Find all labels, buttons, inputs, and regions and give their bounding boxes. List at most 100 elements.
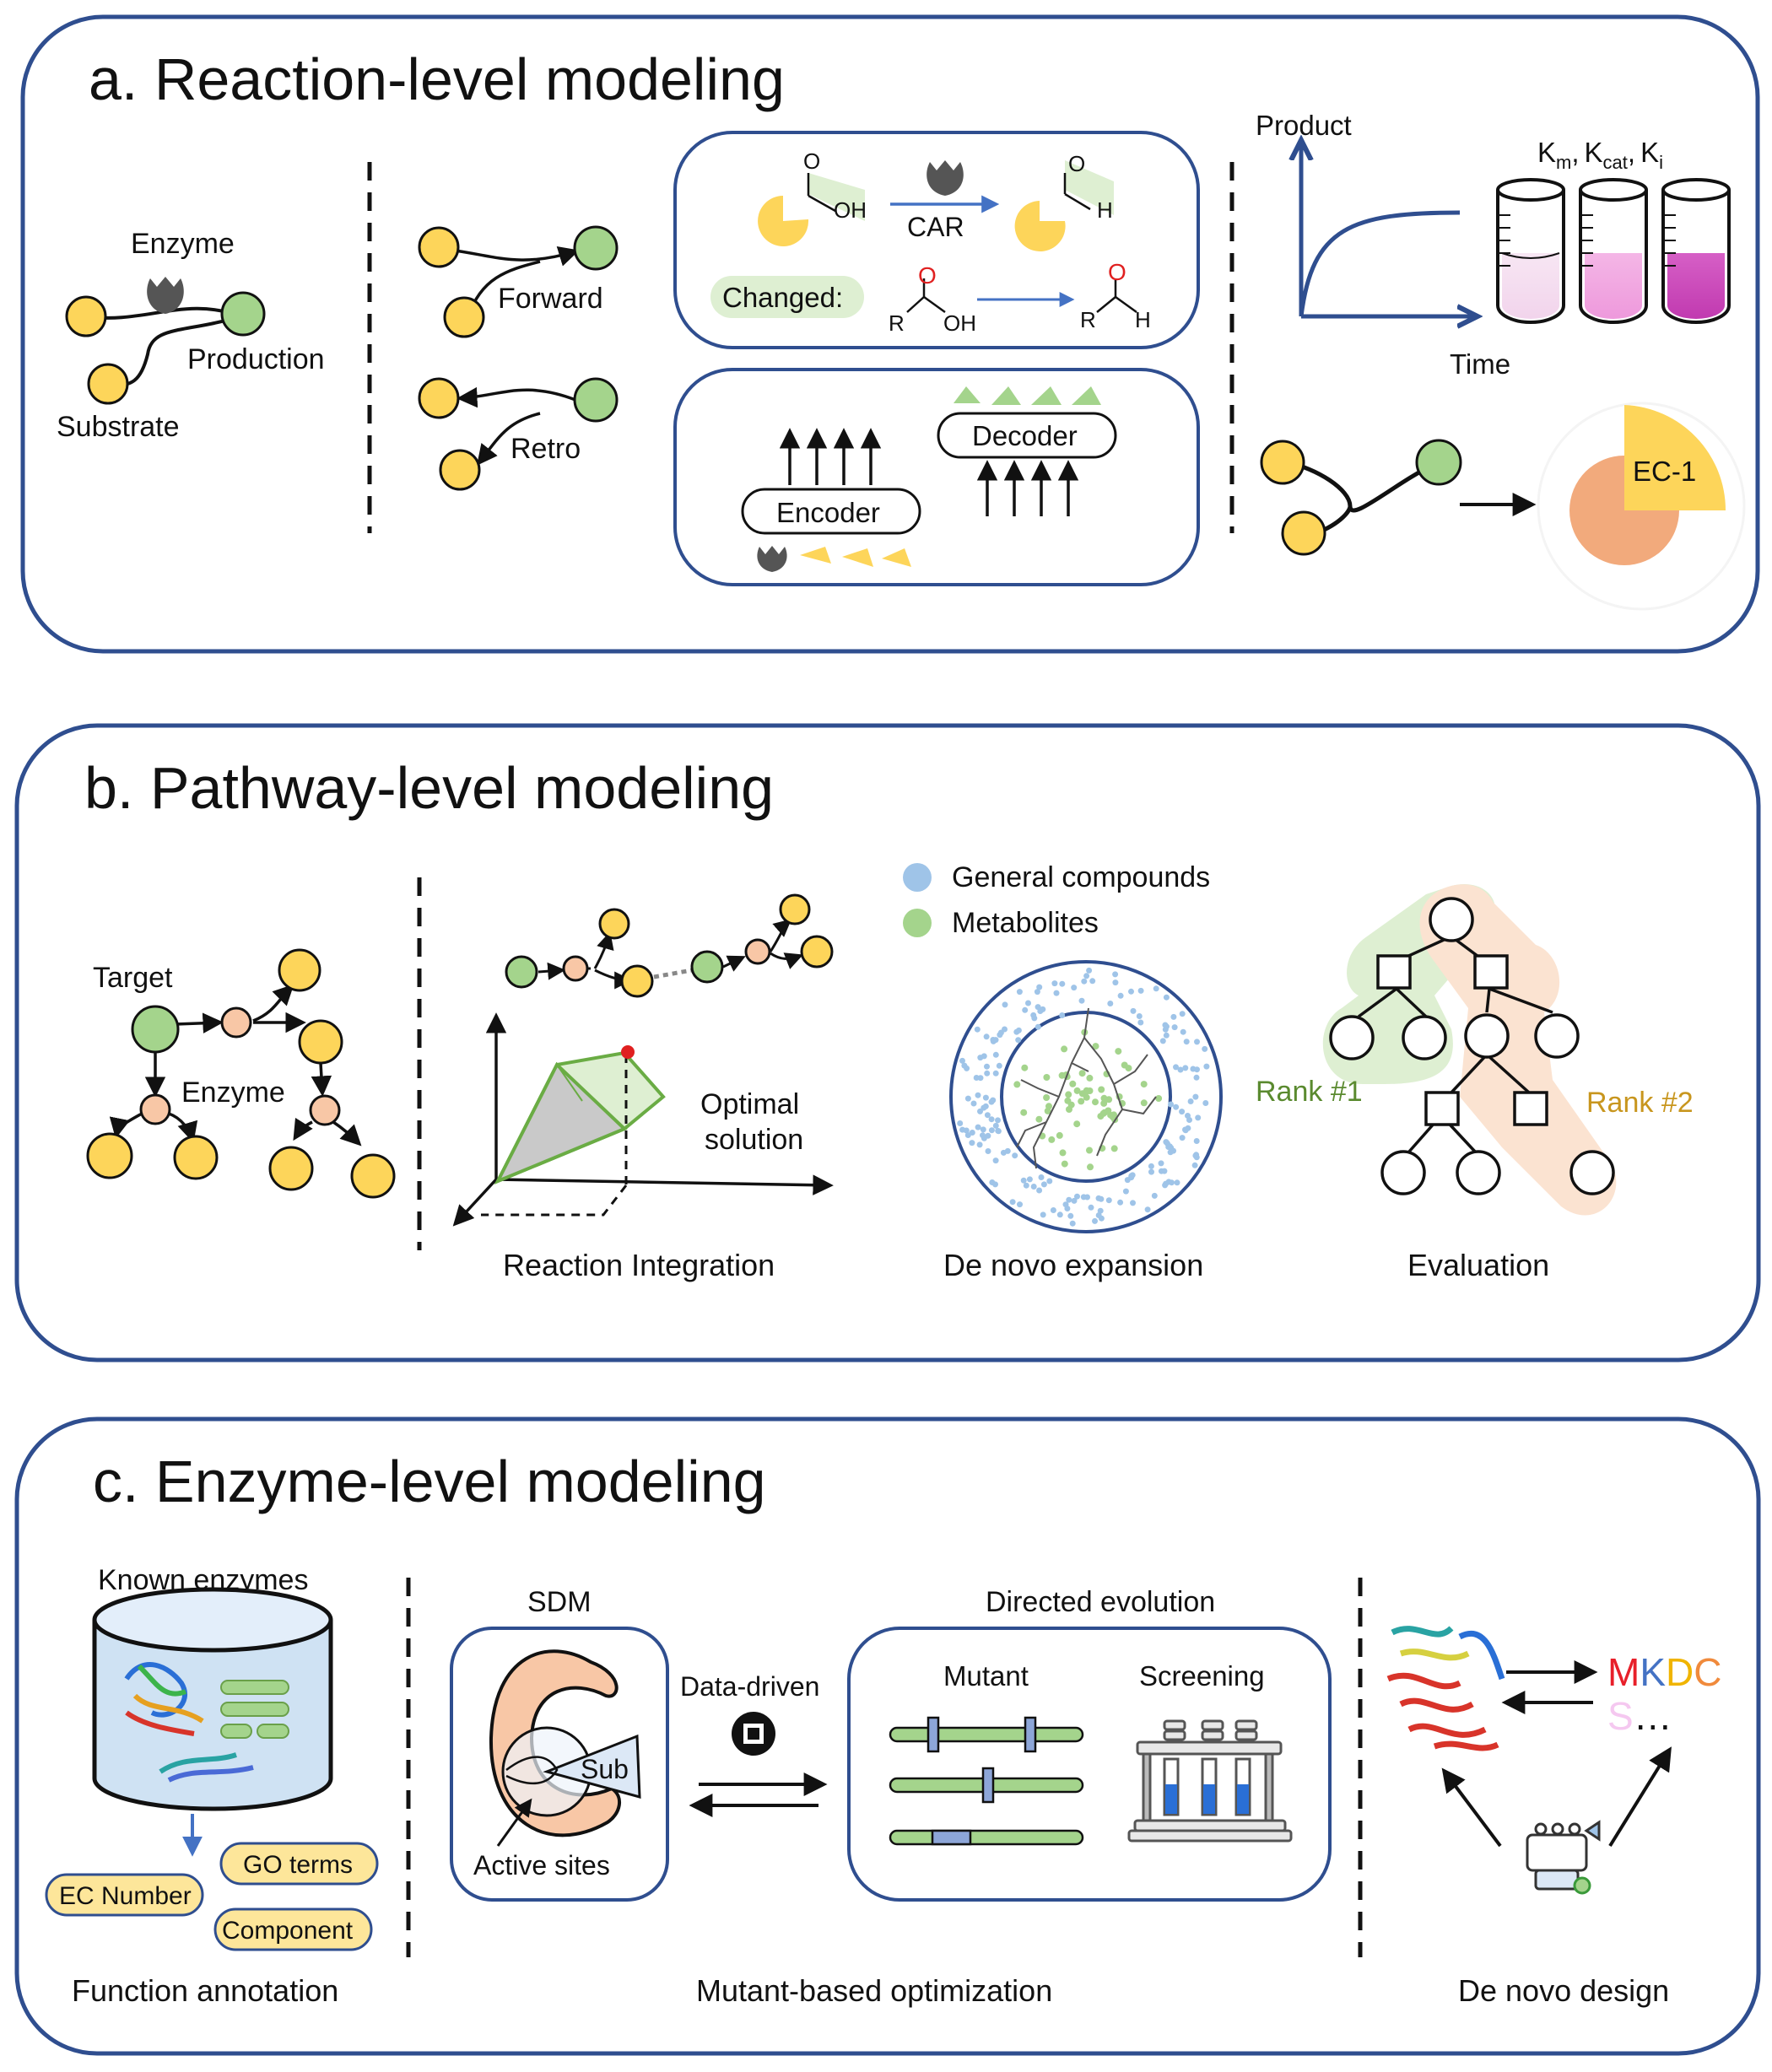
optimal-point — [621, 1045, 635, 1059]
compound-dot — [970, 1100, 977, 1107]
car-label: CAR — [907, 212, 964, 242]
enzyme-node-1 — [220, 1006, 252, 1039]
decoder-arrows — [976, 460, 1079, 516]
rank2-highlight — [1419, 884, 1617, 1216]
compound-dot — [1036, 984, 1043, 990]
metabolite-dot — [1086, 1087, 1094, 1094]
compound-dot — [995, 1117, 1001, 1124]
metabolite-dot — [1065, 1091, 1072, 1098]
test-tube-3 — [1661, 178, 1731, 324]
compound-dot — [1137, 987, 1144, 994]
metabolite-dot — [1061, 1160, 1068, 1168]
changed-prod-H: H — [1135, 307, 1151, 332]
compound-dot — [1163, 1032, 1170, 1039]
enzyme-database: Known enzymes EC Number GO terms — [45, 1564, 379, 1951]
legend-general-swatch — [903, 863, 932, 892]
changed-sub-O: O — [918, 262, 937, 289]
compound-dot — [1158, 1160, 1164, 1167]
legend: General compounds Metabolites — [903, 861, 1210, 939]
panel-c-title: c. Enzyme-level modeling — [93, 1449, 766, 1514]
panel-b: b. Pathway-level modeling Target — [14, 723, 1761, 1362]
compound-dot — [975, 1092, 981, 1098]
chain-enzyme-2 — [744, 938, 771, 965]
metabolite-dot — [1020, 1109, 1028, 1116]
eval-node-4 — [1534, 1013, 1580, 1059]
panel-c-frame — [14, 1416, 1761, 2056]
encoder-token-2 — [842, 548, 873, 567]
metabolite-dot — [1073, 1087, 1081, 1094]
compound-dot — [1148, 1163, 1154, 1169]
compound-dot — [1158, 1168, 1164, 1174]
metabolite-dot — [1087, 1163, 1094, 1171]
compound-dot — [1174, 1179, 1180, 1186]
de-novo-design: MKDC S… — [1386, 1626, 1721, 1895]
pathway-node-5 — [268, 1146, 314, 1191]
metabolite-dot — [1100, 1099, 1108, 1107]
compound-dot — [1162, 1026, 1169, 1033]
compound-dot — [1153, 985, 1159, 992]
compound-dot — [1203, 1063, 1210, 1070]
target-node — [131, 1005, 180, 1054]
panel-a-title: a. Reaction-level modeling — [89, 46, 785, 112]
panel-b-frame — [14, 723, 1761, 1362]
compound-dot — [1092, 1217, 1098, 1224]
compound-dot — [1023, 1182, 1029, 1189]
target-label: Target — [93, 962, 173, 994]
sequence-output: MKDC — [1607, 1650, 1721, 1694]
compound-dot — [961, 1062, 968, 1069]
legend-metabolites-label: Metabolites — [952, 907, 1099, 939]
pathway-node-1 — [278, 948, 321, 992]
compound-dot — [1173, 1103, 1180, 1110]
panel-b-title: b. Pathway-level modeling — [84, 755, 774, 821]
screening-icon — [1127, 1719, 1293, 1843]
decoder-token-3 — [1031, 386, 1062, 405]
decoder-token-4 — [1072, 386, 1101, 405]
pathway-node-4 — [173, 1135, 219, 1180]
compound-dot — [1122, 1188, 1129, 1195]
reaction-integration-label: Reaction Integration — [503, 1248, 775, 1282]
compound-dot — [1202, 1100, 1209, 1106]
production-label: Production — [187, 343, 325, 375]
panel-a-frame — [20, 14, 1760, 654]
eval-leaf-6 — [1456, 1150, 1501, 1195]
compound-dot — [1035, 1023, 1041, 1030]
car-enzyme-icon — [927, 160, 964, 196]
metabolite-dot — [1043, 1094, 1051, 1101]
eval-enzyme-1 — [1376, 954, 1412, 990]
compound-dot — [1066, 1196, 1072, 1203]
metabolite-dot — [1140, 1099, 1148, 1107]
compound-dot — [1081, 978, 1088, 985]
compound-dot — [1112, 979, 1119, 986]
compound-dot — [1128, 1173, 1135, 1179]
pathway-node-6 — [350, 1153, 396, 1199]
compound-dot — [1030, 1184, 1037, 1190]
sub-label: Sub — [581, 1754, 629, 1784]
chain-node-2 — [598, 908, 630, 940]
compound-dot — [1083, 973, 1090, 979]
compound-dot — [984, 1112, 991, 1119]
compound-dot — [990, 1037, 997, 1043]
de-novo-design-label: De novo design — [1458, 1973, 1669, 2008]
encoder-enzyme-icon — [757, 546, 787, 572]
component-label: Component — [222, 1917, 354, 1945]
compound-dot — [1040, 1211, 1046, 1218]
compound-dot — [1107, 1001, 1114, 1006]
protein-ribbon-icon — [124, 1662, 254, 1783]
retro-node-1 — [418, 377, 460, 419]
changed-sub-R: R — [889, 310, 905, 336]
metabolite-dot — [1043, 1074, 1051, 1081]
enzyme-reaction-graph: Enzyme Production Substrate — [57, 228, 325, 443]
kinetics-plot: Product Time — [1256, 110, 1510, 380]
ec-1-slice — [1624, 405, 1726, 510]
compound-dot — [1171, 1024, 1178, 1031]
compound-dot — [1051, 980, 1058, 987]
kinetics-params: Km,Kcat,Ki — [1537, 137, 1663, 173]
metabolite-dot — [1035, 1115, 1043, 1123]
encoder-decoder-box: Encoder Decoder — [673, 368, 1200, 586]
compound-dot — [1182, 1126, 1188, 1133]
metabolite-dot — [1110, 1145, 1118, 1152]
product-axis-label: Product — [1256, 110, 1352, 141]
screening-label: Screening — [1139, 1660, 1265, 1692]
ec-node-3 — [1415, 439, 1462, 486]
compound-dot — [1167, 1149, 1174, 1156]
